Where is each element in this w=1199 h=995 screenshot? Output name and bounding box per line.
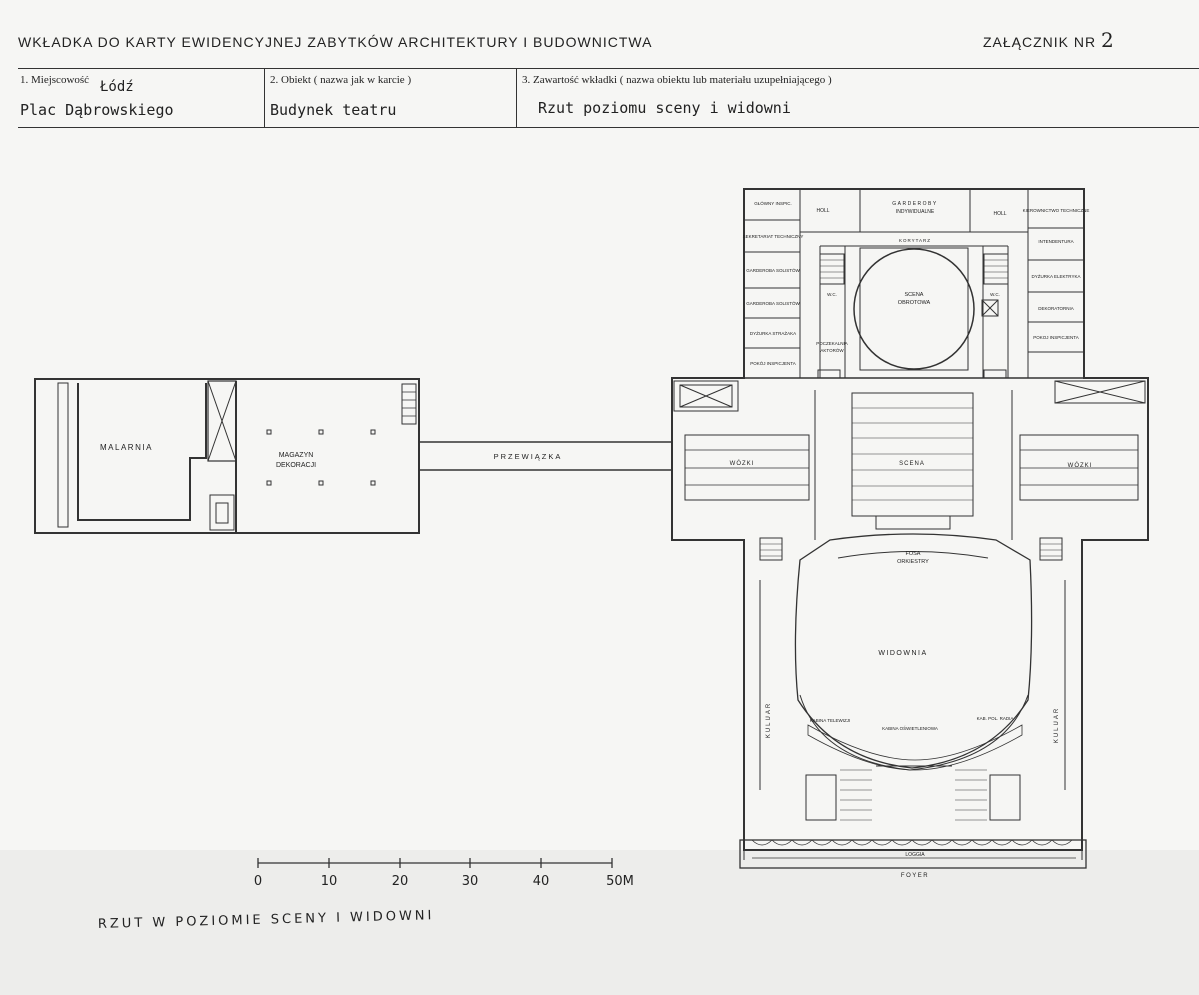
room-left-3: GARDEROBA SOLISTÓW (746, 267, 800, 273)
room-fosa-1: FOSA (906, 551, 921, 557)
room-magazyn-2: DEKORACJI (276, 462, 316, 469)
room-garderoby-2: INDYWIDUALNE (896, 209, 935, 215)
scale-tick-20: 20 (392, 874, 409, 889)
paper-lower-strip (0, 850, 1199, 995)
plan-caption: RZUT W POZIOMIE SCENY I WIDOWNI (98, 908, 435, 932)
room-left-4: GARDEROBA SOLISTÓW (746, 300, 800, 306)
room-left-6: POKÓJ INSPICJENTA (750, 360, 795, 366)
main-building (671, 188, 1149, 860)
room-foyer: FOYER (901, 873, 929, 879)
room-scena-obrotowa-1: SCENA (905, 292, 924, 298)
field-locality-value2: Plac Dąbrowskiego (20, 101, 174, 119)
field-locality-label: 1. Miejscowość (20, 74, 90, 86)
left-wing: MALARNIA MAGAZYN DEKORACJI (34, 378, 420, 534)
wc-right: W.C. (990, 292, 1000, 297)
room-widownia: WIDOWNIA (878, 650, 927, 657)
field-content-value: Rzut poziomu sceny i widowni (538, 99, 791, 117)
room-przewiazka: PRZEWIĄZKA (494, 452, 563, 461)
room-left-2: SEKRETARIAT TECHNICZNY (743, 234, 804, 239)
room-malarnia: MALARNIA (100, 443, 153, 452)
room-right-4: DEKORATORNIA (1038, 306, 1074, 311)
room-loggia: LOGGIA (905, 852, 925, 858)
room-magazyn-1: MAGAZYN (279, 452, 314, 459)
room-right-1: KIEROWNICTWO TECHNICZNE (1023, 208, 1090, 213)
scale-tick-10: 10 (321, 874, 338, 889)
document-title: WKŁADKA DO KARTY EWIDENCYJNEJ ZABYTKÓW A… (18, 34, 653, 50)
wc-left: W.C. (827, 292, 837, 297)
field-object-label: 2. Obiekt ( nazwa jak w karcie ) (270, 74, 412, 86)
corridor-kular-right: KULUAR (1054, 707, 1060, 743)
field-content: 3. Zawartość wkładki ( nazwa obiektu lub… (516, 69, 1198, 127)
room-scena-obrotowa-2: OBROTOWA (898, 300, 931, 306)
scale-tick-0: 0 (254, 874, 262, 889)
header-fields-grid: 1. Miejscowość Łódź Plac Dąbrowskiego 2.… (18, 68, 1199, 128)
room-kabina-tv: KABINA TELEWIZJI (810, 718, 850, 723)
field-object: 2. Obiekt ( nazwa jak w karcie ) Budynek… (264, 69, 517, 127)
room-left-1: GŁÓWNY INSPIC. (754, 200, 791, 206)
room-poczekalnia-2: AKTORÓW (820, 347, 844, 353)
corridor-top: KORYTARZ (899, 238, 931, 243)
scale-tick-30: 30 (462, 874, 479, 889)
room-wozki-right: WÓZKI (1068, 462, 1093, 469)
auditorium: FOSA ORKIESTRY WIDOWNIA KABINA TELEWIZJI… (759, 533, 1066, 821)
room-right-5: POKOJ INSPICJENTA (1033, 335, 1078, 340)
field-content-label: 3. Zawartość wkładki ( nazwa obiektu lub… (522, 74, 832, 86)
room-poczekalnia-1: POCZEKALNIA (816, 341, 848, 346)
scale-tick-50: 50M (606, 874, 634, 889)
scale-tick-40: 40 (533, 874, 550, 889)
room-wozki-left: WÓZKI (730, 460, 755, 467)
corridor-kular-left: KULUAR (766, 702, 772, 738)
stage-level: WÓZKI WÓZKI SCENA (673, 380, 1146, 561)
room-scena: SCENA (899, 461, 925, 467)
room-garderoby-1: GARDEROBY (892, 201, 937, 207)
dressing-rooms-block: GŁÓWNY INSPIC. SEKRETARIAT TECHNICZNY GA… (743, 189, 1090, 379)
annex-number: 2 (1101, 28, 1115, 52)
scale-bar: 0 10 20 30 40 50M (254, 858, 634, 889)
connector-bridge: PRZEWIĄZKA (419, 441, 672, 471)
room-kabina-osw: KABINA OŚWIETLENIOWA (882, 724, 938, 731)
room-right-3: DYŻURKA ELEKTRYKA (1032, 273, 1081, 279)
foyer-loggia: FOYER LOGGIA (739, 839, 1087, 879)
field-locality-value: Łódź (100, 79, 134, 95)
annex-text: ZAŁĄCZNIK NR (983, 34, 1097, 50)
room-holl-right: HOLL (993, 211, 1006, 217)
room-kabina-radio: KAB. POL. RADIA (977, 716, 1014, 721)
annex-label: ZAŁĄCZNIK NR 2 (983, 28, 1115, 52)
field-locality: 1. Miejscowość Łódź Plac Dąbrowskiego (18, 69, 265, 127)
room-left-5: DYŻURKA STRAŻAKA (750, 330, 796, 336)
room-fosa-2: ORKIESTRY (897, 559, 929, 565)
field-object-value: Budynek teatru (270, 101, 397, 119)
room-right-2: INTENDENTURA (1038, 239, 1073, 244)
room-holl-left: HOLL (816, 208, 829, 214)
